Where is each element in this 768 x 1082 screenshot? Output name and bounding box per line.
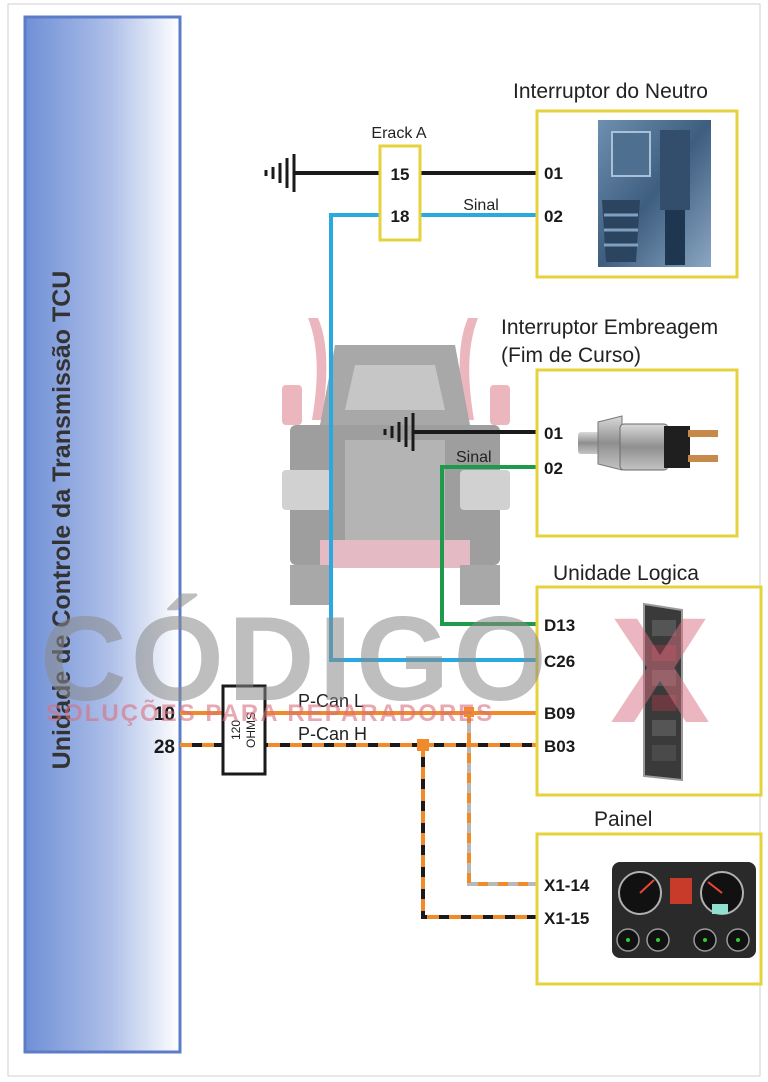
watermark-brand: CÓDIGO [40, 592, 551, 726]
erack-label: Erack A [371, 125, 426, 142]
embreagem-pin-01: 01 [544, 424, 563, 443]
wire-can-h-painel [421, 745, 537, 919]
ground-icon [264, 154, 296, 192]
wire-label-sinal-1: Sinal [463, 197, 499, 214]
page-border [7, 3, 761, 1077]
logica-pin-b09: B09 [544, 704, 575, 723]
dashboard-photo [612, 862, 756, 958]
wire-label-can-l: P-Can L [298, 691, 364, 711]
tcu-pin-28: 28 [154, 737, 175, 758]
logica-pin-d13: D13 [544, 616, 575, 635]
embreagem-title-line1: Interruptor Embreagem [501, 316, 718, 339]
tcu-label: Unidade de Controle da Transmissão TCU [48, 271, 76, 770]
watermark-tagline: SOLUÇÕES PARA REPARADORES [46, 699, 494, 727]
wire-can-h-painel-stripe [421, 745, 537, 919]
wire-label-sinal-2: Sinal [456, 449, 492, 466]
resistor-value: 120 [229, 720, 243, 740]
painel-pin-x1-14: X1-14 [544, 876, 590, 895]
painel-pin-x1-15: X1-15 [544, 909, 589, 928]
can-h-splice [417, 739, 429, 751]
wire-erack-c26 [329, 213, 537, 662]
codigo-x-watermark: CÓDIGO X SOLUÇÕES PARA REPARADORES [40, 586, 710, 754]
embreagem-switch-photo [578, 415, 718, 471]
logica-pin-b03: B03 [544, 737, 575, 756]
neutro-switch-photo [598, 120, 711, 267]
wire-sinal-embreagem [440, 465, 537, 626]
embreagem-pin-02: 02 [544, 459, 563, 478]
resistor-unit: OHMS [244, 712, 258, 748]
wire-label-can-h: P-Can H [298, 724, 367, 744]
neutro-title: Interruptor do Neutro [513, 80, 708, 103]
embreagem-title-line2: (Fim de Curso) [501, 344, 641, 367]
logic-unit-photo [643, 602, 683, 782]
erack-pin-18: 18 [391, 207, 410, 226]
neutro-pin-01: 01 [544, 164, 563, 183]
tcu-pin-10: 10 [154, 704, 175, 725]
truck-watermark [282, 318, 510, 605]
erack-connector [378, 144, 422, 242]
erack-pin-15: 15 [391, 165, 410, 184]
watermark-brand-x: X [610, 586, 710, 754]
neutro-pin-02: 02 [544, 207, 563, 226]
logica-pin-c26: C26 [544, 652, 575, 671]
wire-can-l-painel [467, 713, 537, 886]
logica-title: Unidade Logica [553, 562, 699, 585]
wire-can-l-painel-stripe [467, 713, 537, 886]
resistor-120-ohms [221, 684, 267, 776]
painel-title: Painel [594, 808, 652, 831]
can-l-splice [464, 707, 474, 717]
tcu-block [23, 15, 182, 1054]
